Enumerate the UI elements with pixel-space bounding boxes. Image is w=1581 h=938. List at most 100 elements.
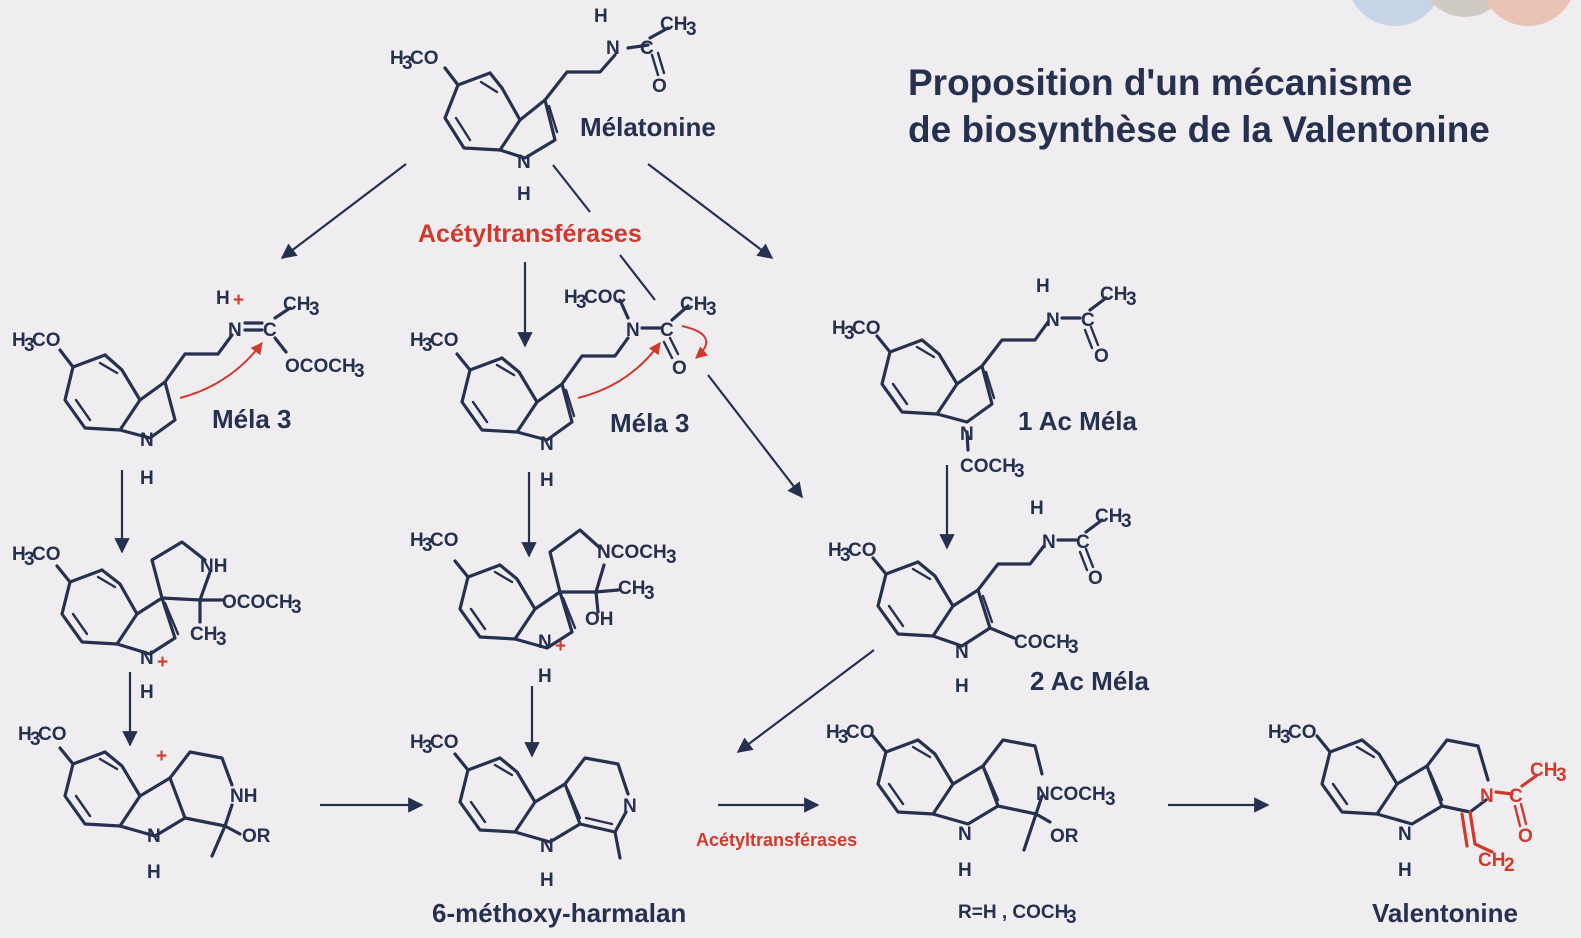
label-2-ac-mela: 2 Ac Méla [1030,666,1150,696]
svg-text:3: 3 [666,547,677,568]
svg-text:N: N [517,152,531,173]
svg-text:CH: CH [283,294,310,315]
svg-text:H: H [410,530,424,551]
svg-text:CO: CO [32,330,61,351]
svg-text:NH: NH [200,556,227,577]
svg-text:CO: CO [848,540,877,561]
svg-text:H: H [958,860,972,881]
label-1-ac-mela: 1 Ac Méla [1018,406,1138,436]
arrow-mel-to-1acmela [647,163,774,259]
svg-text:N: N [228,320,242,341]
svg-text:3: 3 [422,737,433,758]
svg-text:H: H [410,330,424,351]
svg-text:CH: CH [1100,284,1127,305]
svg-text:H: H [147,862,161,883]
svg-text:O: O [672,358,687,379]
svg-text:CO: CO [852,318,881,339]
svg-text:3: 3 [216,629,227,650]
svg-text:H: H [1398,860,1412,881]
svg-text:N: N [955,642,969,663]
svg-text:N: N [1046,310,1060,331]
svg-text:N: N [623,796,637,817]
svg-text:H: H [1268,722,1282,743]
svg-text:3: 3 [644,583,655,604]
svg-text:NCOCH: NCOCH [1036,784,1106,805]
enzyme-pointer-2 [619,254,656,301]
label-mela3-left: Méla 3 [212,404,292,434]
label-melatonine: Mélatonine [580,112,716,142]
svg-text:CH: CH [1530,760,1557,781]
svg-text:COC: COC [584,287,627,308]
svg-text:O: O [1094,346,1109,367]
svg-text:OCOCH: OCOCH [285,356,356,377]
svg-text:H: H [517,184,531,205]
svg-text:H: H [564,287,578,308]
svg-text:3: 3 [1014,461,1025,482]
svg-text:H: H [1030,498,1044,519]
svg-text:CO: CO [430,330,459,351]
svg-text:H: H [12,330,26,351]
svg-text:CH: CH [190,624,217,645]
svg-text:CO: CO [1288,722,1317,743]
svg-text:H: H [18,724,32,745]
svg-text:OCOCH: OCOCH [222,592,293,613]
label-valentonine: Valentonine [1372,898,1518,928]
svg-text:O: O [652,76,667,97]
svg-text:OR: OR [1050,826,1079,847]
svg-text:H: H [826,722,840,743]
arrow-2ac-to-bottom [736,649,875,753]
svg-text:H: H [832,318,846,339]
svg-text:3: 3 [24,335,35,356]
title-line-2: de biosynthèse de la Valentonine [908,109,1490,150]
svg-text:N: N [626,320,640,341]
svg-text:N: N [147,826,161,847]
svg-text:H: H [140,468,154,489]
svg-text:H: H [594,6,608,27]
label-acetyltransferases-bottom: Acétyltransférases [696,830,857,850]
svg-text:CO: CO [38,724,67,745]
label-r-group-sub: 3 [1066,907,1077,928]
label-acetyltransferases-main: Acétyltransférases [418,220,642,248]
svg-text:3: 3 [1121,511,1132,532]
svg-text:H: H [216,288,230,309]
svg-text:COCH: COCH [1014,632,1070,653]
svg-text:CH: CH [1095,506,1122,527]
svg-text:3: 3 [422,335,433,356]
svg-text:CH: CH [660,14,687,35]
svg-text:OH: OH [585,609,614,630]
svg-text:3: 3 [844,323,855,344]
svg-text:N: N [140,430,154,451]
svg-text:+: + [156,746,167,767]
svg-text:N: N [1042,532,1056,553]
svg-text:CO: CO [846,722,875,743]
svg-text:H: H [410,732,424,753]
arrow-mel-to-mela3-left [280,163,407,259]
svg-text:3: 3 [1105,789,1116,810]
svg-text:NH: NH [230,786,257,807]
svg-text:CO: CO [410,48,439,69]
svg-text:H: H [140,682,154,703]
svg-text:3: 3 [422,535,433,556]
enzyme-pointer-1 [552,164,591,213]
svg-text:N: N [960,424,974,445]
svg-text:3: 3 [291,597,302,618]
svg-text:3: 3 [30,729,41,750]
svg-text:N: N [140,648,154,669]
svg-text:H: H [1036,276,1050,297]
svg-text:C: C [1509,786,1523,807]
svg-text:CH: CH [618,578,645,599]
svg-text:3: 3 [1556,765,1567,786]
svg-text:+: + [233,290,244,311]
svg-text:H: H [955,676,969,697]
svg-text:C: C [640,38,654,59]
svg-text:H: H [390,48,404,69]
svg-text:H: H [828,540,842,561]
